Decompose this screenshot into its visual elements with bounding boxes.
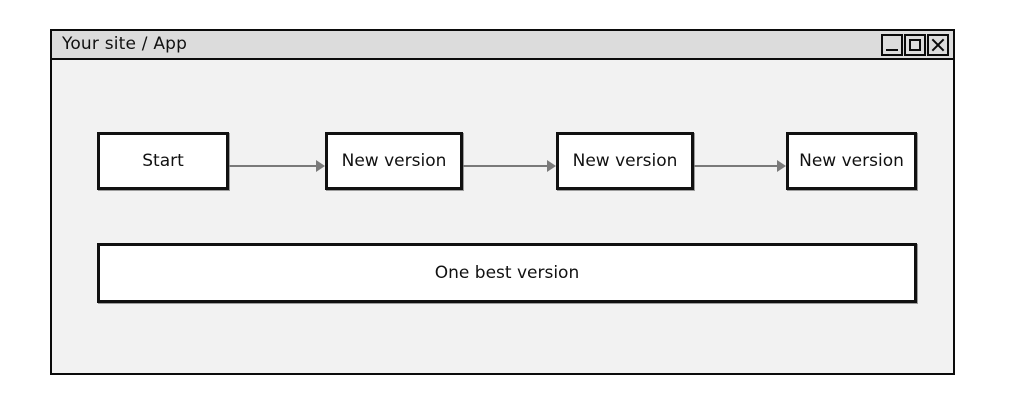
- flow-node-version-2-label: New version: [572, 150, 678, 171]
- flow-node-summary[interactable]: One best version: [97, 243, 917, 303]
- maximize-icon[interactable]: [904, 33, 926, 56]
- flow-node-version-1-label: New version: [341, 150, 447, 171]
- arrow-head-icon: [777, 160, 786, 172]
- flow-node-version-3-label: New version: [799, 150, 904, 171]
- flow-node-start-label: Start: [142, 150, 184, 171]
- window-controls: [880, 33, 949, 56]
- arrow-shaft: [229, 165, 318, 167]
- flow-node-version-2[interactable]: New version: [556, 132, 694, 190]
- flow-arrow-version-1-to-version-2: [463, 160, 556, 172]
- flow-node-start[interactable]: Start: [97, 132, 229, 190]
- arrow-shaft: [463, 165, 549, 167]
- arrow-shaft: [694, 165, 779, 167]
- app-window: Your site / App Start New version: [50, 29, 955, 375]
- window-body: Start New version New version Ne: [52, 60, 953, 373]
- flow-diagram: Start New version New version Ne: [97, 132, 917, 192]
- minimize-icon[interactable]: [881, 33, 903, 56]
- page-title: Your site / App: [62, 34, 188, 54]
- flow-node-version-1[interactable]: New version: [325, 132, 463, 190]
- flow-arrow-start-to-version-1: [229, 160, 325, 172]
- flow-node-version-3[interactable]: New version: [786, 132, 917, 190]
- flow-node-summary-label: One best version: [434, 262, 580, 283]
- window-title-bar: Your site / App: [52, 31, 953, 60]
- close-icon[interactable]: [927, 33, 949, 56]
- flow-arrow-version-2-to-version-3: [694, 160, 786, 172]
- arrow-head-icon: [547, 160, 556, 172]
- arrow-head-icon: [316, 160, 325, 172]
